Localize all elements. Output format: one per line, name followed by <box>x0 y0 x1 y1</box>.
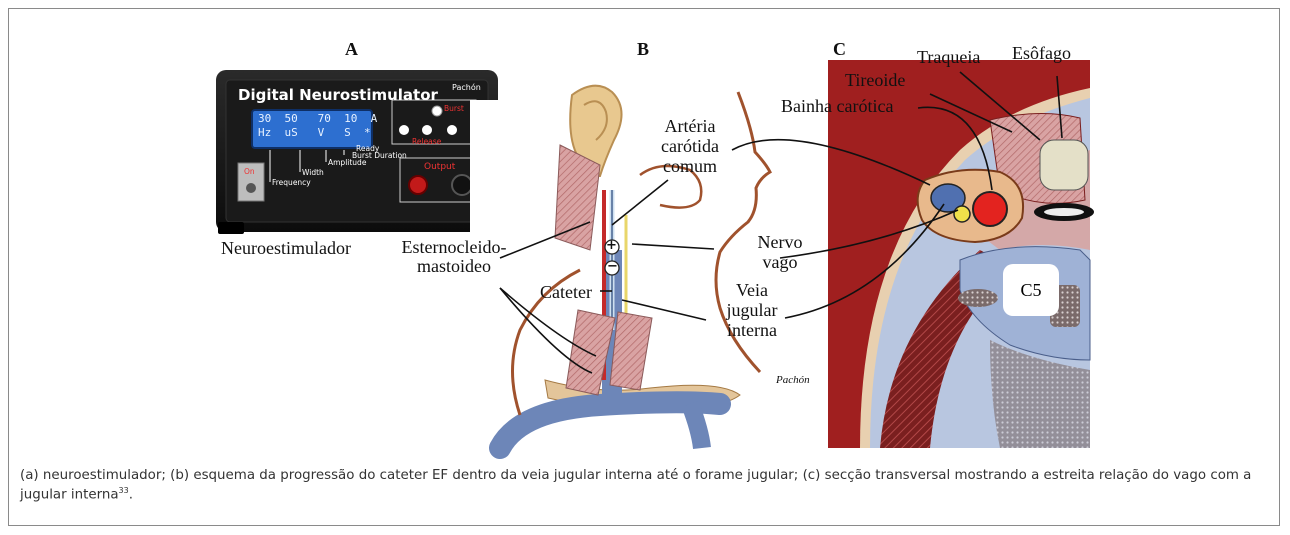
lcd-units: Hz uS V S * <box>258 127 371 139</box>
device-title: Digital Neurostimulator <box>238 86 438 104</box>
panel-letter-b: B <box>637 40 649 59</box>
cateter-label: Cateter <box>540 283 592 302</box>
c5-vertebra-label: C5 <box>1003 264 1059 316</box>
traqueia-label: Traqueia <box>917 48 980 67</box>
neuroestimulador-label: Neuroestimulador <box>221 239 351 258</box>
arteria-line-1: Artéria <box>644 116 736 136</box>
veia-line-1: Veia <box>710 280 794 300</box>
caption-end: . <box>129 488 133 503</box>
on-label: On <box>244 168 255 176</box>
carotid-section <box>973 192 1007 226</box>
veia-jugular-label: Veia jugular interna <box>710 280 794 340</box>
width-label: Width <box>302 169 324 177</box>
figure-caption: (a) neuroestimulador; (b) esquema da pro… <box>20 466 1260 505</box>
output-black-terminal <box>452 175 472 195</box>
lcd-values: 30 50 70 10 A <box>258 113 377 125</box>
esternocleido-label: Esternocleido- mastoideo <box>394 238 514 276</box>
output-red-terminal <box>409 176 427 194</box>
caption-text: (a) neuroestimulador; (b) esquema da pro… <box>20 468 1251 503</box>
nervo-vago-label: Nervo vago <box>748 232 812 272</box>
panel-letter-a: A <box>345 40 358 59</box>
amplitude-label: Amplitude <box>328 159 366 167</box>
caption-reference: 33 <box>119 486 129 495</box>
veia-line-3: interna <box>710 320 794 340</box>
arteria-label: Artéria carótida comum <box>644 116 736 176</box>
frequency-label: Frequency <box>272 179 311 187</box>
nervo-line-2: vago <box>748 252 812 272</box>
burst-duration-label: Burst Duration <box>352 152 407 160</box>
esternocleido-line-1: Esternocleido- <box>394 238 514 257</box>
esofago-label: Esôfago <box>1012 44 1071 63</box>
tireoide-label: Tireoide <box>845 71 905 90</box>
arteria-line-2: carótida <box>644 136 736 156</box>
vagus-section <box>954 206 970 222</box>
plus-sign: + <box>606 239 617 253</box>
release-label: Release <box>412 138 441 146</box>
burst-label: Burst <box>444 105 464 113</box>
device-brand: Pachón <box>452 84 481 92</box>
esternocleido-line-2: mastoideo <box>394 257 514 276</box>
arteria-line-3: comum <box>644 156 736 176</box>
panel-letter-c: C <box>833 40 846 59</box>
nervo-line-1: Nervo <box>748 232 812 252</box>
pachon-signature: Pachón <box>776 375 810 387</box>
bainha-label: Bainha carótica <box>781 97 893 116</box>
veia-line-2: jugular <box>710 300 794 320</box>
output-label: Output <box>424 163 455 172</box>
minus-sign: − <box>607 260 618 274</box>
